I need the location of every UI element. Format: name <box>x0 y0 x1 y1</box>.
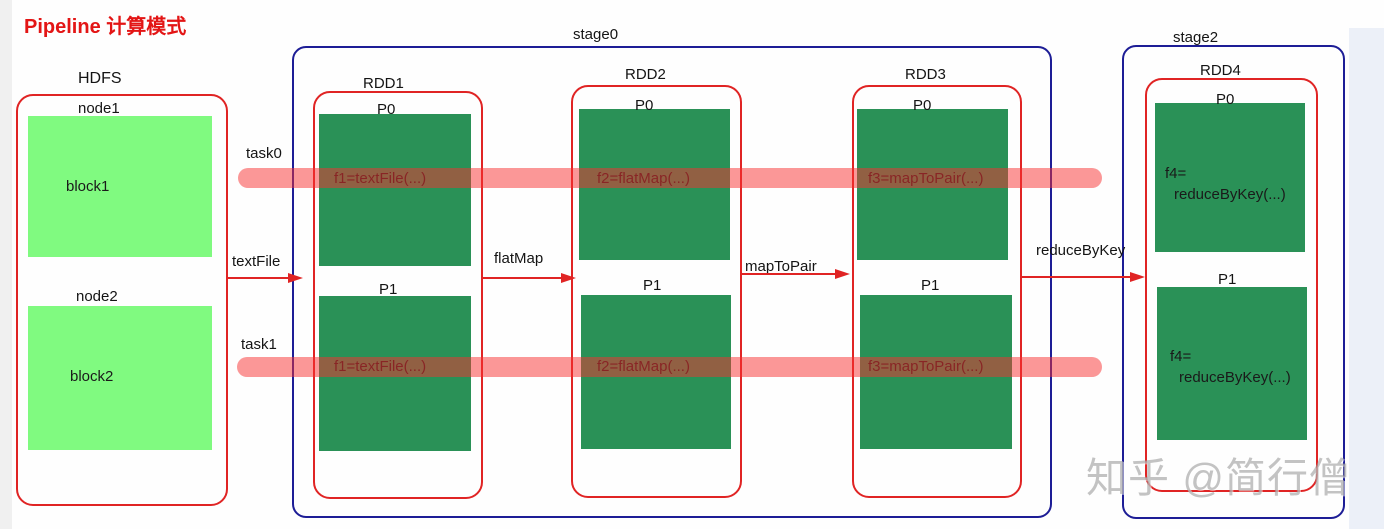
node1-label: node1 <box>78 100 120 117</box>
rdd1-label: RDD1 <box>363 75 404 92</box>
rdd1-box <box>313 91 483 499</box>
rdd4-p0-func-line1: f4= <box>1165 165 1187 182</box>
rdd3-p1-label: P1 <box>921 277 940 294</box>
textfile-op-label: textFile <box>232 253 281 270</box>
rdd4-label: RDD4 <box>1200 62 1241 79</box>
flatmap-arrow-line <box>483 277 563 279</box>
task0-label: task0 <box>246 145 282 162</box>
rdd3-label: RDD3 <box>905 66 946 83</box>
hdfs-label: HDFS <box>78 70 122 87</box>
block2-rect <box>28 306 212 450</box>
rdd4-p0-func-text: f4= reduceByKey(...) <box>1165 163 1286 205</box>
zhihu-watermark: 知乎 @简行僧 <box>1086 455 1352 501</box>
textfile-arrow-head-icon <box>288 273 303 283</box>
flatmap-op-label: flatMap <box>494 250 544 267</box>
maptopair-arrow-line <box>742 273 837 275</box>
rdd4-box <box>1145 78 1318 492</box>
maptopair-op-label: mapToPair <box>745 258 817 275</box>
block2-label: block2 <box>70 368 114 385</box>
rdd2-p1-label: P1 <box>643 277 662 294</box>
page-title: Pipeline 计算模式 <box>24 16 187 38</box>
rdd2-p0-label: P0 <box>635 97 654 114</box>
rdd2-box <box>571 85 742 498</box>
task1-pipeline-bar <box>237 357 1102 377</box>
hdfs-box <box>16 94 228 506</box>
rdd4-p0-func-line2: reduceByKey(...) <box>1174 186 1286 203</box>
reducebykey-arrow-head-icon <box>1130 272 1145 282</box>
rdd1-p0-partition <box>319 114 471 266</box>
left-edge-strip <box>0 0 12 529</box>
stage2-label: stage2 <box>1173 29 1219 46</box>
block1-rect <box>28 116 212 257</box>
rdd4-p1-partition <box>1157 287 1307 440</box>
rdd4-p0-partition <box>1155 103 1305 252</box>
maptopair-arrow-head-icon <box>835 269 850 279</box>
rdd4-p0-label: P0 <box>1216 91 1235 108</box>
rdd4-p1-func-line2: reduceByKey(...) <box>1179 369 1291 386</box>
reducebykey-op-label: reduceByKey <box>1036 242 1126 259</box>
task0-pipeline-bar <box>238 168 1102 188</box>
rdd4-p1-func-text: f4= reduceByKey(...) <box>1170 346 1291 388</box>
rdd4-p1-label: P1 <box>1218 271 1237 288</box>
block1-label: block1 <box>66 178 110 195</box>
flatmap-arrow-head-icon <box>561 273 576 283</box>
rdd1-p0-label: P0 <box>377 101 396 118</box>
task1-label: task1 <box>241 336 277 353</box>
reducebykey-arrow-line <box>1022 276 1132 278</box>
rdd4-p1-func-line1: f4= <box>1170 348 1192 365</box>
stage0-label: stage0 <box>573 26 619 43</box>
textfile-arrow-line <box>228 277 290 279</box>
rdd3-box <box>852 85 1022 498</box>
right-edge-strip <box>1349 28 1384 529</box>
node2-label: node2 <box>76 288 118 305</box>
rdd3-p0-label: P0 <box>913 97 932 114</box>
rdd2-label: RDD2 <box>625 66 666 83</box>
rdd1-p1-label: P1 <box>379 281 398 298</box>
stage2-box <box>1122 45 1345 519</box>
